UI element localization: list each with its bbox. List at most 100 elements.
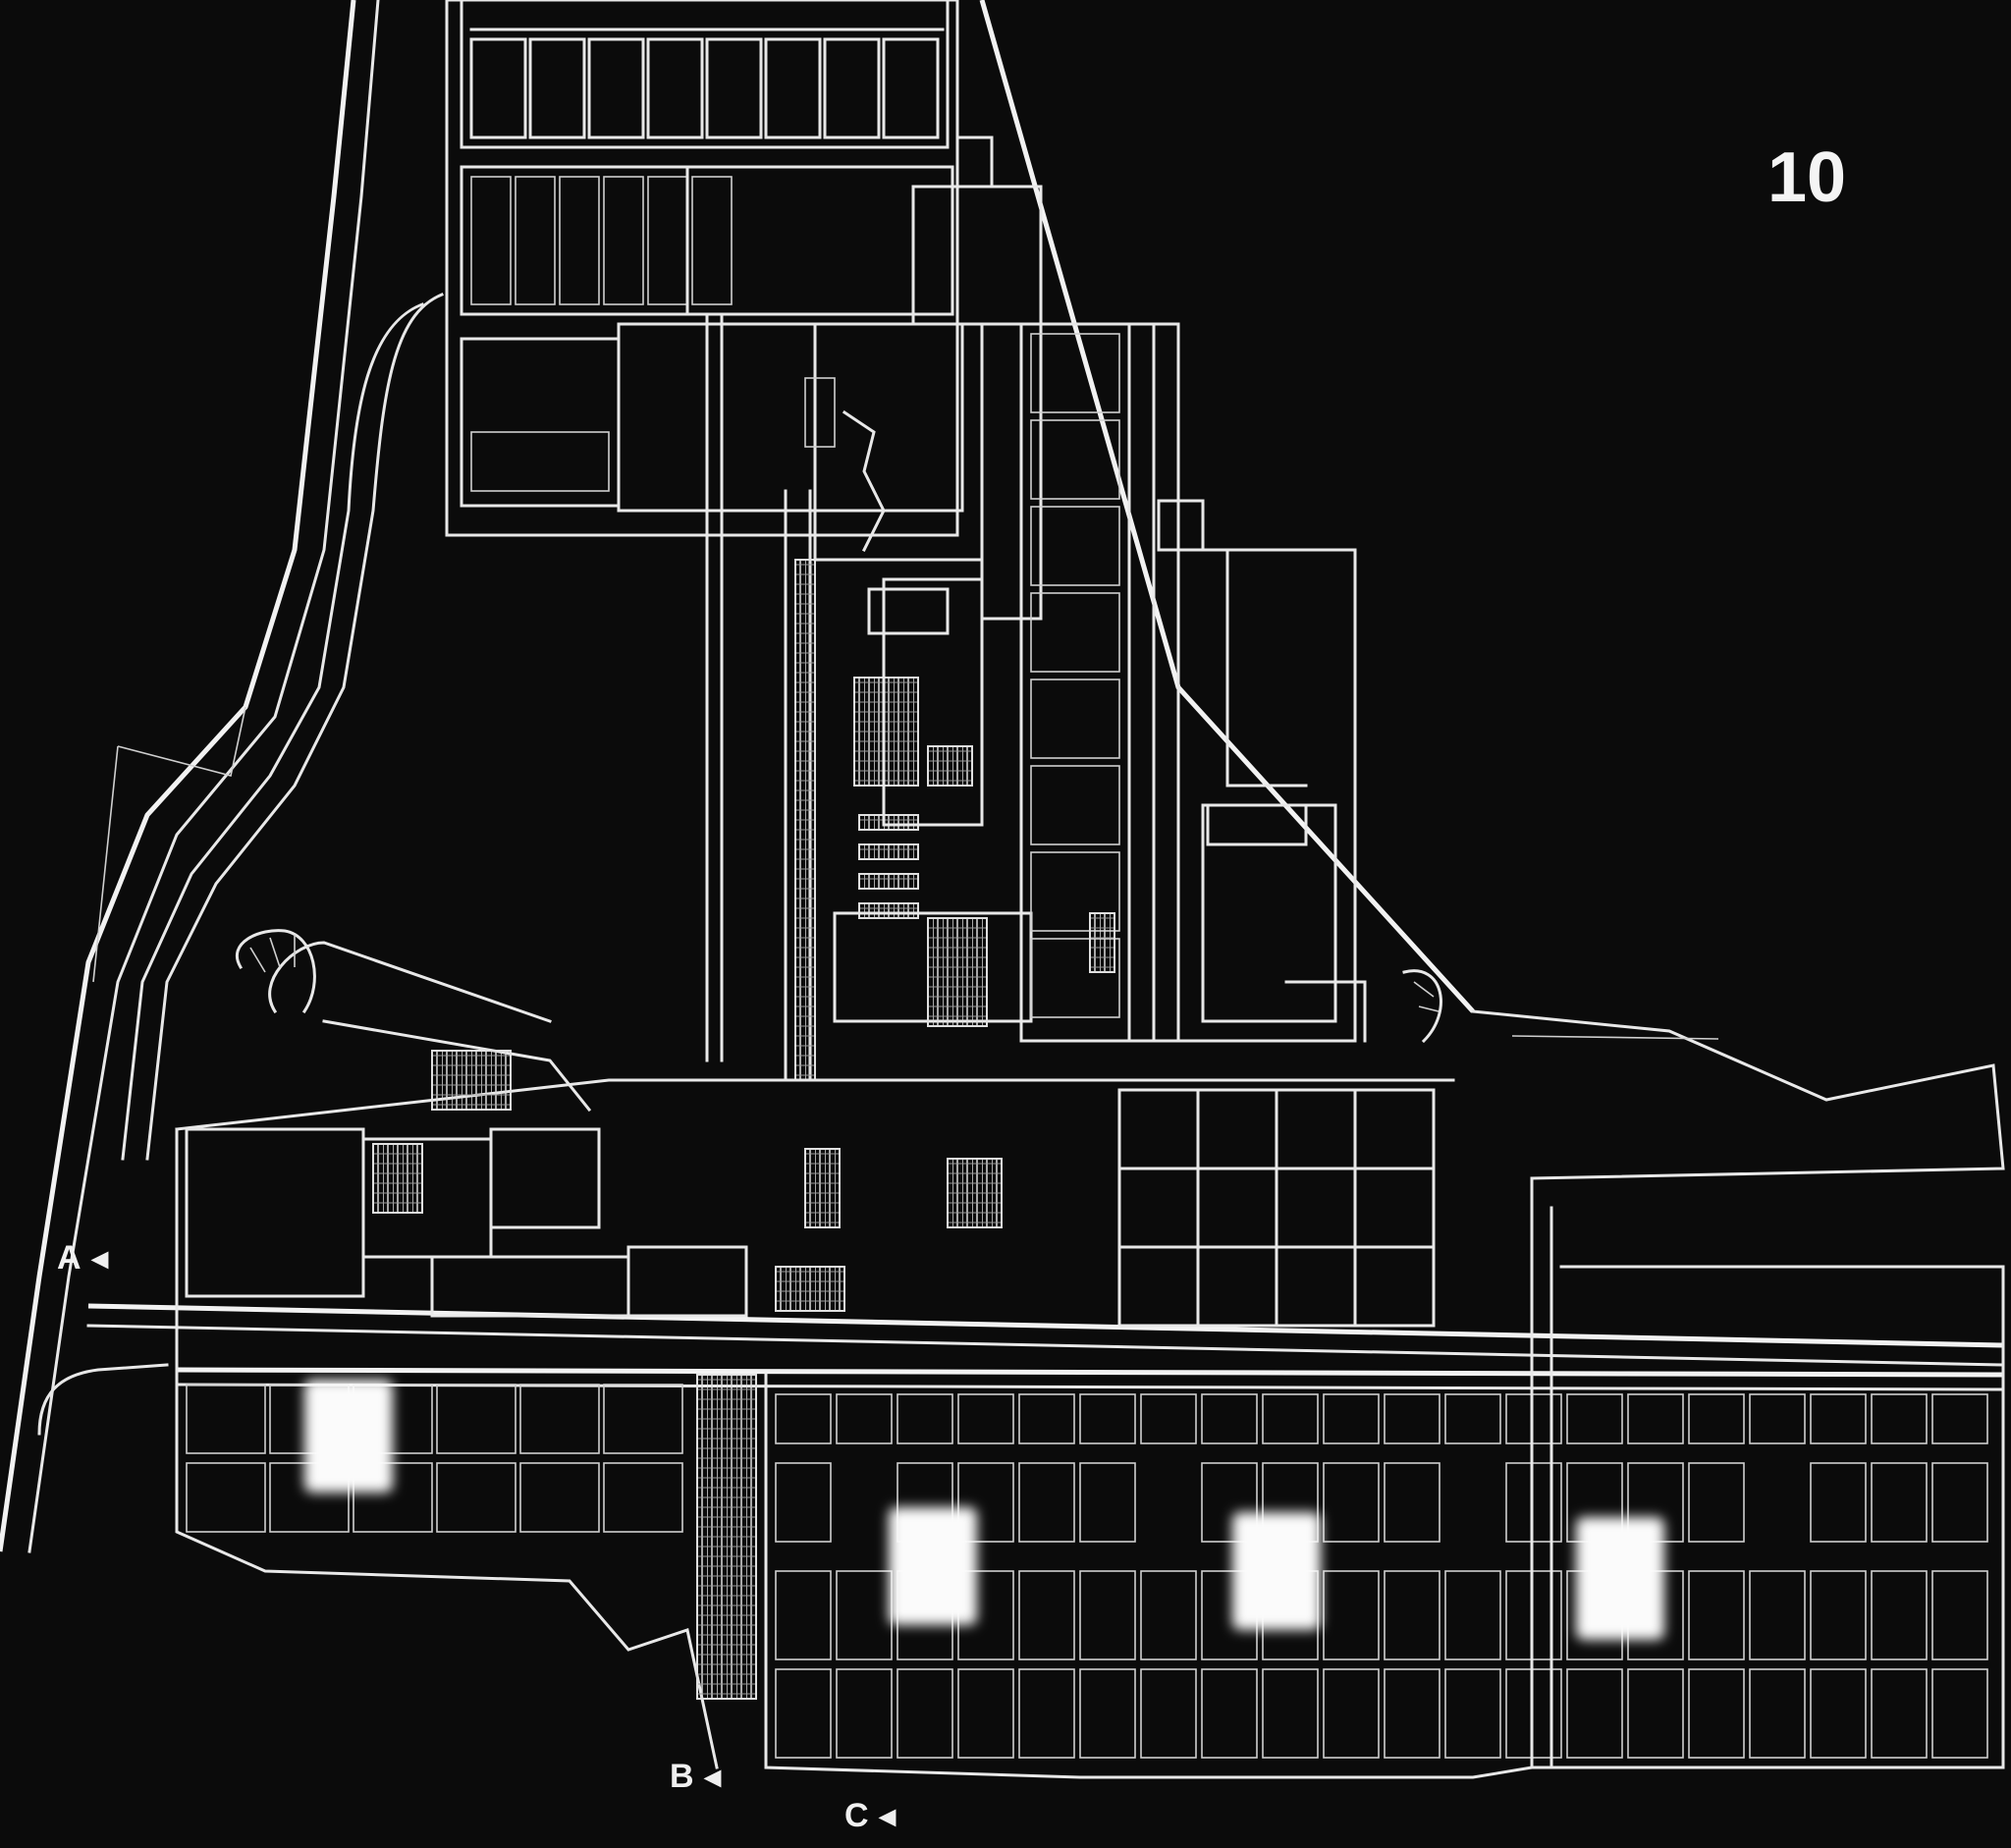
room-outline — [1018, 1462, 1075, 1543]
room-outline — [1030, 679, 1120, 759]
arrow-icon: ◄ — [697, 1762, 728, 1794]
room-outline — [1262, 1393, 1319, 1444]
room-outline — [1505, 1668, 1562, 1759]
room-outline — [1749, 1570, 1806, 1660]
arrow-icon: ◄ — [872, 1801, 902, 1833]
room-outline — [1505, 1462, 1562, 1543]
room-outline — [1201, 1393, 1258, 1444]
section-marker-a: A◄ — [57, 1239, 114, 1277]
room-outline — [1871, 1668, 1928, 1759]
room-outline — [519, 1384, 600, 1454]
room-outline — [1018, 1668, 1075, 1759]
courtyard-4 — [1576, 1517, 1664, 1640]
room-outline — [647, 176, 688, 305]
room-outline — [775, 1668, 832, 1759]
east-block — [1019, 322, 1367, 1043]
room-outline — [1566, 1393, 1623, 1444]
room-outline — [1384, 1462, 1440, 1543]
room-outline — [587, 37, 645, 139]
room-outline — [1201, 1668, 1258, 1759]
room-outline — [1323, 1570, 1380, 1660]
north-wing — [445, 0, 1043, 581]
room-outline — [1018, 1393, 1075, 1444]
room-outline — [436, 1384, 516, 1454]
section-marker-label: B — [670, 1758, 694, 1795]
room-outline — [1079, 1668, 1136, 1759]
room-outline — [775, 1462, 832, 1543]
west-block — [175, 941, 748, 1769]
room-outline — [186, 1462, 266, 1533]
room-outline — [1079, 1462, 1136, 1543]
room-outline — [957, 1393, 1014, 1444]
room-outline — [1505, 1570, 1562, 1660]
room-outline — [1749, 1393, 1806, 1444]
central-spine — [705, 312, 1043, 1082]
room-outline — [1931, 1668, 1988, 1759]
room-outline — [775, 1570, 832, 1660]
room-outline — [836, 1393, 893, 1444]
room-outline — [1627, 1668, 1684, 1759]
room-outline — [436, 1462, 516, 1533]
arrow-icon: ◄ — [84, 1243, 115, 1276]
room-outline — [1505, 1393, 1562, 1444]
room-outline — [764, 37, 822, 139]
room-outline — [775, 1393, 832, 1444]
room-outline — [603, 1384, 683, 1454]
main-corridor — [86, 1078, 2005, 1391]
room-outline — [836, 1668, 893, 1759]
room-outline — [691, 176, 733, 305]
room-outline — [1030, 506, 1120, 586]
section-marker-b: B◄ — [670, 1758, 727, 1796]
room-outline — [1030, 765, 1120, 845]
room-outline — [1810, 1668, 1867, 1759]
room-outline — [1810, 1570, 1867, 1660]
courtyard-2 — [889, 1507, 977, 1625]
room-outline — [897, 1393, 953, 1444]
room-outline — [957, 1668, 1014, 1759]
room-outline — [1140, 1570, 1197, 1660]
room-outline — [957, 1462, 1014, 1543]
room-outline — [1030, 851, 1120, 932]
room-outline — [1931, 1462, 1988, 1543]
room-outline — [1871, 1462, 1928, 1543]
room-outline — [1018, 1570, 1075, 1660]
room-outline — [1444, 1393, 1501, 1444]
room-outline — [1931, 1570, 1988, 1660]
room-outline — [470, 176, 512, 305]
room-outline — [1688, 1668, 1745, 1759]
room-outline — [519, 1462, 600, 1533]
room-outline — [528, 37, 586, 139]
room-outline — [1931, 1393, 1988, 1444]
room-outline — [559, 176, 600, 305]
room-outline — [1030, 419, 1120, 500]
section-marker-label: C — [844, 1797, 869, 1834]
courtyards — [304, 1380, 1664, 1640]
room-outline — [603, 1462, 683, 1533]
room-outline — [882, 37, 940, 139]
room-outline — [469, 37, 527, 139]
room-outline — [1323, 1462, 1380, 1543]
room-outline — [1384, 1570, 1440, 1660]
room-outline — [836, 1570, 893, 1660]
room-outline — [1871, 1393, 1928, 1444]
room-outline — [1079, 1570, 1136, 1660]
room-outline — [1323, 1393, 1380, 1444]
access-road — [0, 0, 444, 1553]
room-outline — [1201, 1462, 1258, 1543]
room-outline — [186, 1384, 266, 1454]
room-outline — [1140, 1393, 1197, 1444]
courtyard-1 — [304, 1380, 393, 1493]
sheet-number: 10 — [1767, 138, 1847, 217]
room-outline — [1688, 1462, 1745, 1543]
arc-plaza — [236, 929, 1442, 1044]
room-outline — [705, 37, 763, 139]
section-marker-c: C◄ — [844, 1797, 901, 1835]
room-outline — [1566, 1668, 1623, 1759]
room-outline — [897, 1668, 953, 1759]
room-outline — [1030, 333, 1120, 413]
room-outline — [1384, 1393, 1440, 1444]
room-outline — [1140, 1668, 1197, 1759]
room-outline — [1688, 1570, 1745, 1660]
room-outline — [1810, 1393, 1867, 1444]
